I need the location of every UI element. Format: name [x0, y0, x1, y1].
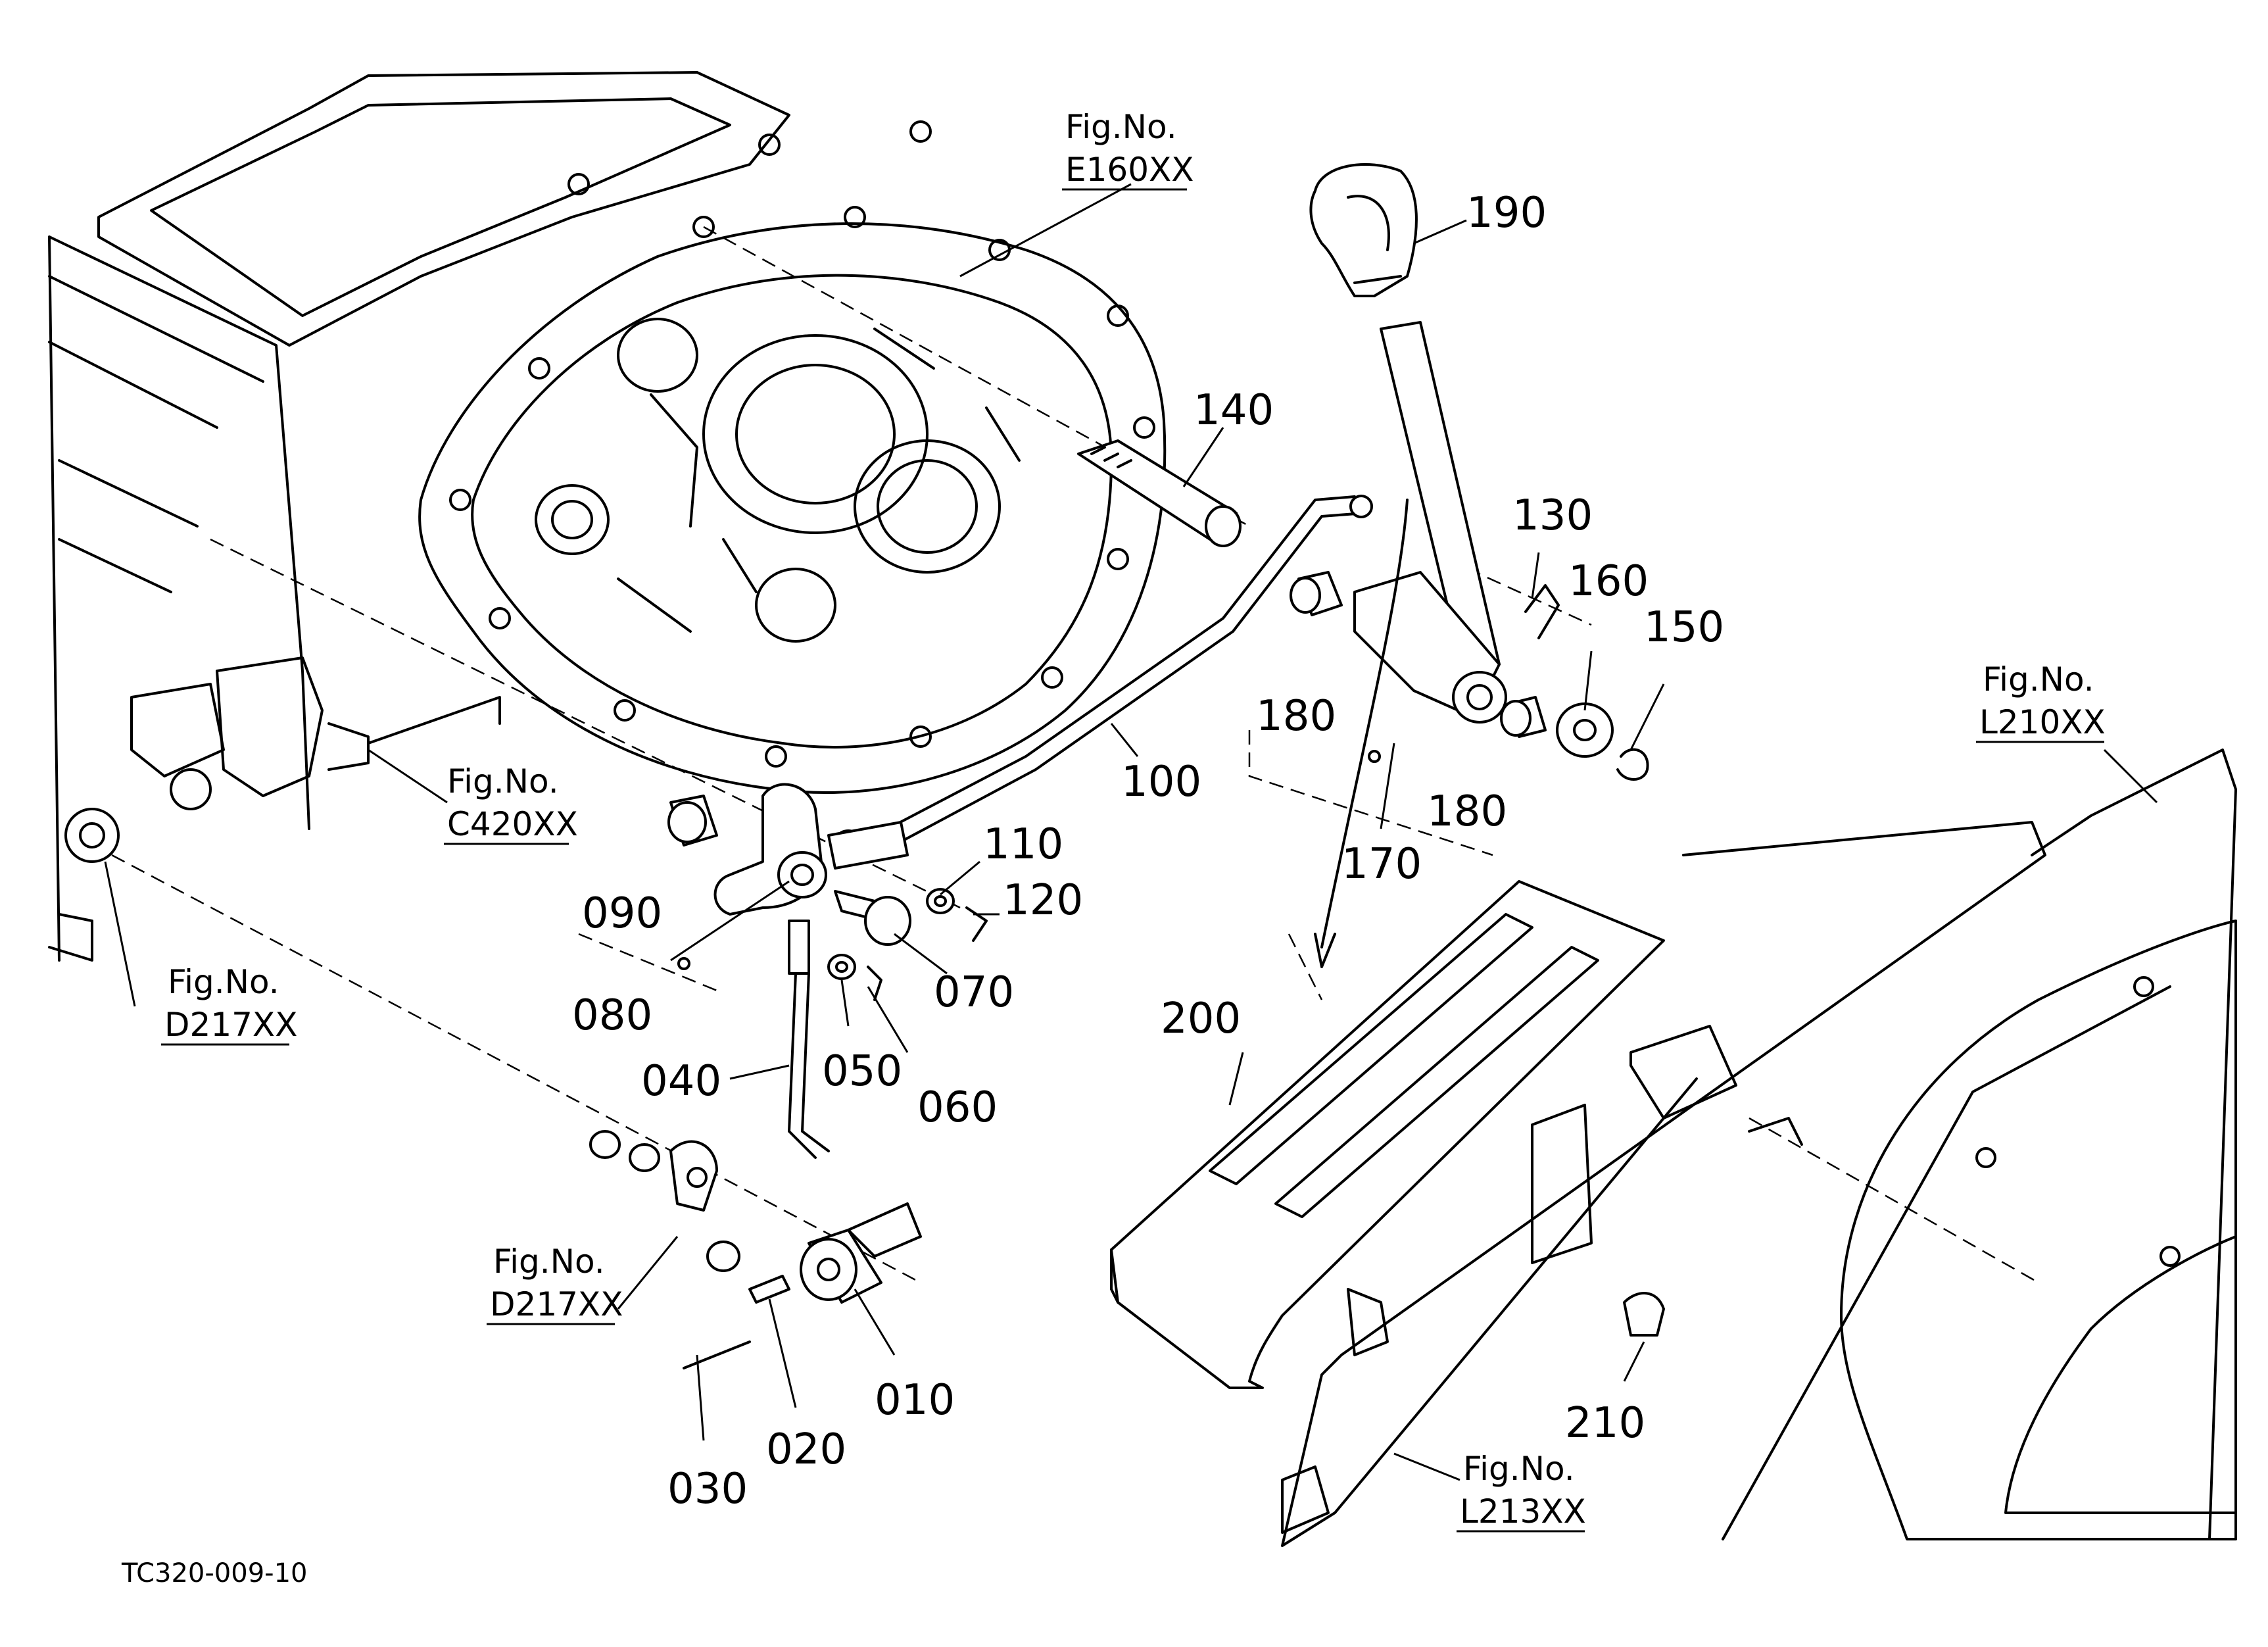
part-d217-washers [589, 1130, 740, 1272]
part-140-pivot-shaft [1077, 439, 1242, 547]
figure-references: Fig.No. E160XX Fig.No. C420XX Fig.No. D2… [161, 108, 2106, 1533]
alignment-lines [111, 226, 2039, 1284]
label-080: 080 [572, 991, 652, 1040]
label-170: 170 [1341, 840, 1422, 889]
label-120: 120 [1003, 876, 1083, 925]
label-100: 100 [1121, 758, 1201, 806]
transmission-housing-drawing [48, 71, 1167, 962]
part-160-washer [1556, 702, 1614, 758]
fig-ref-d217-bottom-label: Fig.No. [493, 1242, 605, 1281]
part-180-bushing-upper [1290, 571, 1343, 616]
drawing-id: TC320-009-10 [121, 1558, 307, 1588]
label-040: 040 [641, 1057, 721, 1106]
part-050-washer [827, 954, 856, 980]
label-030: 030 [667, 1465, 748, 1513]
part-170-lever-assembly [1314, 321, 1507, 968]
fig-ref-c420: Fig.No. C420XX [444, 762, 578, 845]
label-200: 200 [1161, 995, 1241, 1043]
fig-ref-c420-code: C420XX [447, 805, 578, 843]
part-130-pin [1524, 584, 1560, 639]
part-labels: 190 140 130 160 150 180 180 100 170 110 … [572, 189, 1724, 1513]
fig-ref-d217-top-label: Fig.No. [168, 963, 279, 1001]
label-210: 210 [1565, 1399, 1645, 1448]
label-140: 140 [1194, 386, 1274, 435]
label-130: 130 [1512, 491, 1593, 540]
label-110: 110 [983, 820, 1063, 869]
part-100-control-rod [827, 495, 1373, 870]
fig-ref-d217-bottom: Fig.No. D217XX [487, 1242, 623, 1325]
label-160: 160 [1568, 557, 1649, 606]
label-090: 090 [582, 889, 662, 938]
fig-ref-l210: Fig.No. L210XX [1976, 660, 2106, 743]
part-040-rod [788, 920, 830, 1159]
fig-ref-l213-code: L213XX [1460, 1492, 1586, 1531]
part-190-lever-knob [1309, 163, 1418, 297]
label-010: 010 [875, 1376, 955, 1425]
part-030-pin [683, 1340, 751, 1369]
fig-ref-d217-top: Fig.No. D217XX [161, 963, 297, 1046]
fig-ref-d217-top-code: D217XX [164, 1006, 297, 1044]
part-090-bushing [667, 795, 718, 847]
label-190: 190 [1466, 189, 1547, 237]
fig-ref-l213-label: Fig.No. [1463, 1450, 1575, 1488]
label-070: 070 [934, 968, 1014, 1017]
right-frame-drawing [1281, 749, 2237, 1547]
part-020-spring-pin [748, 1275, 790, 1304]
fig-ref-e160-code: E160XX [1065, 151, 1194, 189]
part-150-circlip [1616, 748, 1649, 781]
group-brackets [578, 730, 1493, 995]
fig-ref-l210-code: L210XX [1979, 703, 2106, 741]
label-180-lower: 180 [1427, 787, 1507, 836]
part-060-pin [867, 966, 882, 1001]
label-050: 050 [822, 1047, 902, 1096]
label-180-upper: 180 [1256, 692, 1336, 741]
part-070-pin [834, 890, 911, 946]
fig-ref-d217-bottom-code: D217XX [490, 1285, 623, 1323]
part-180-bushing-lower [1500, 696, 1547, 738]
label-020: 020 [766, 1425, 846, 1474]
label-150: 150 [1644, 603, 1724, 652]
part-110-washer [926, 888, 955, 914]
leader-lines [104, 183, 2158, 1481]
part-120-pin [965, 906, 988, 942]
label-060: 060 [917, 1083, 998, 1132]
part-200-foot-plate [1110, 880, 1665, 1389]
part-010-arm [800, 1202, 922, 1304]
fig-ref-l210-label: Fig.No. [1983, 660, 2094, 699]
fig-ref-c420-label: Fig.No. [447, 762, 559, 800]
fig-ref-e160-label: Fig.No. [1065, 108, 1177, 146]
part-080-lever-plate [677, 783, 827, 970]
fig-ref-l213: Fig.No. L213XX [1457, 1450, 1586, 1533]
fig-ref-e160: Fig.No. E160XX [1062, 108, 1194, 191]
